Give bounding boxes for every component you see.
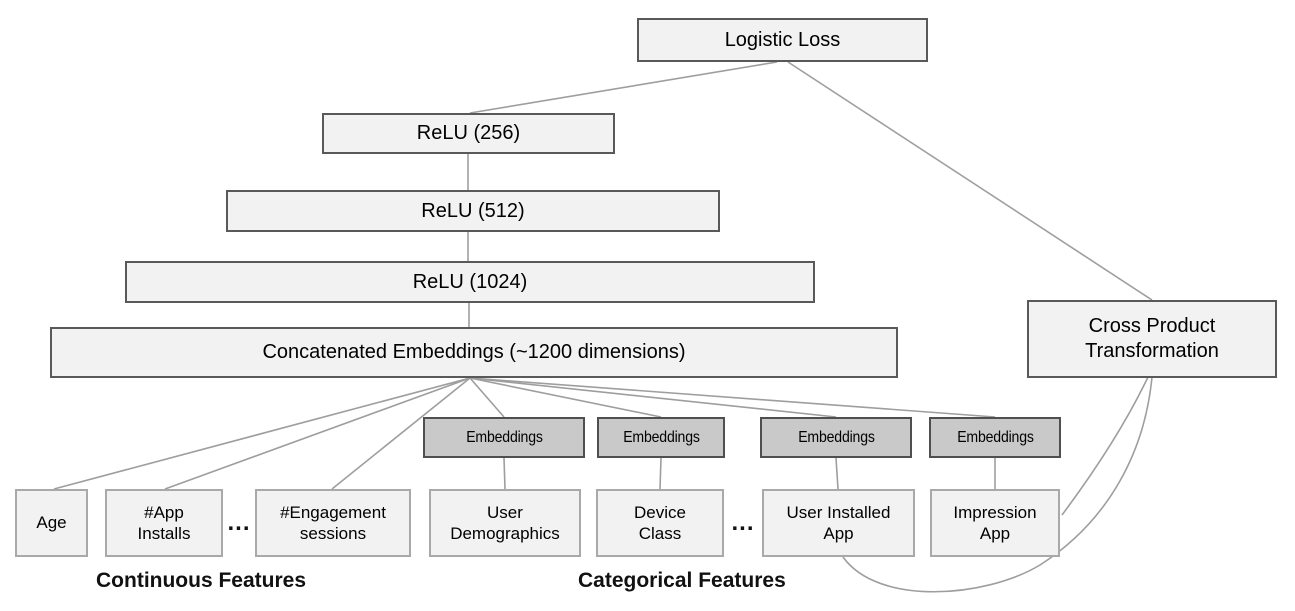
embeddings-label: Embeddings <box>622 428 700 446</box>
node-user-installed-app: User Installed App <box>762 489 915 557</box>
node-user-demographics: User Demographics <box>429 489 581 557</box>
edge-loss-relu256 <box>469 61 778 114</box>
edge-embeddings3-userinstalled <box>835 457 839 490</box>
ellipsis-continuous: ... <box>227 509 251 536</box>
edge-concat-age <box>53 377 471 490</box>
embeddings-label: Embeddings <box>956 428 1034 446</box>
node-device-class: Device Class <box>596 489 724 557</box>
caption-continuous-features: Continuous Features <box>96 569 307 592</box>
node-embeddings-2: Embeddings <box>597 417 725 458</box>
node-relu-1024: ReLU (1024) <box>125 261 815 303</box>
edge-loss-crossproduct <box>787 61 1153 301</box>
edge-concat-embeddings2 <box>469 377 662 418</box>
edge-concat-embeddings1 <box>469 377 505 418</box>
node-impression-app: Impression App <box>930 489 1060 557</box>
caption-categorical-features: Categorical Features <box>578 569 786 592</box>
node-age: Age <box>15 489 88 557</box>
edge-crossproduct-userinstalled-curve <box>842 376 1153 593</box>
edge-concat-embeddings4 <box>469 377 996 418</box>
edge-concat-appinstalls <box>164 377 471 490</box>
node-embeddings-3: Embeddings <box>760 417 912 458</box>
edge-crossproduct-impression-curve <box>1061 376 1149 516</box>
edge-concat-engagement <box>331 377 471 490</box>
node-cross-product-transformation: Cross Product Transformation <box>1027 300 1277 378</box>
edge-embeddings2-deviceclass <box>659 457 662 490</box>
node-engagement-sessions: #Engagement sessions <box>255 489 411 557</box>
embeddings-label: Embeddings <box>797 428 875 446</box>
edge-concat-embeddings3 <box>469 377 837 418</box>
node-embeddings-1: Embeddings <box>423 417 585 458</box>
node-logistic-loss: Logistic Loss <box>637 18 928 62</box>
edge-embeddings1-userdemo <box>503 457 506 490</box>
node-concatenated-embeddings: Concatenated Embeddings (~1200 dimension… <box>50 327 898 378</box>
embeddings-label: Embeddings <box>465 428 543 446</box>
node-relu-256: ReLU (256) <box>322 113 615 154</box>
node-relu-512: ReLU (512) <box>226 190 720 232</box>
node-embeddings-4: Embeddings <box>929 417 1061 458</box>
ellipsis-categorical: ... <box>731 509 755 536</box>
node-app-installs: #App Installs <box>105 489 223 557</box>
